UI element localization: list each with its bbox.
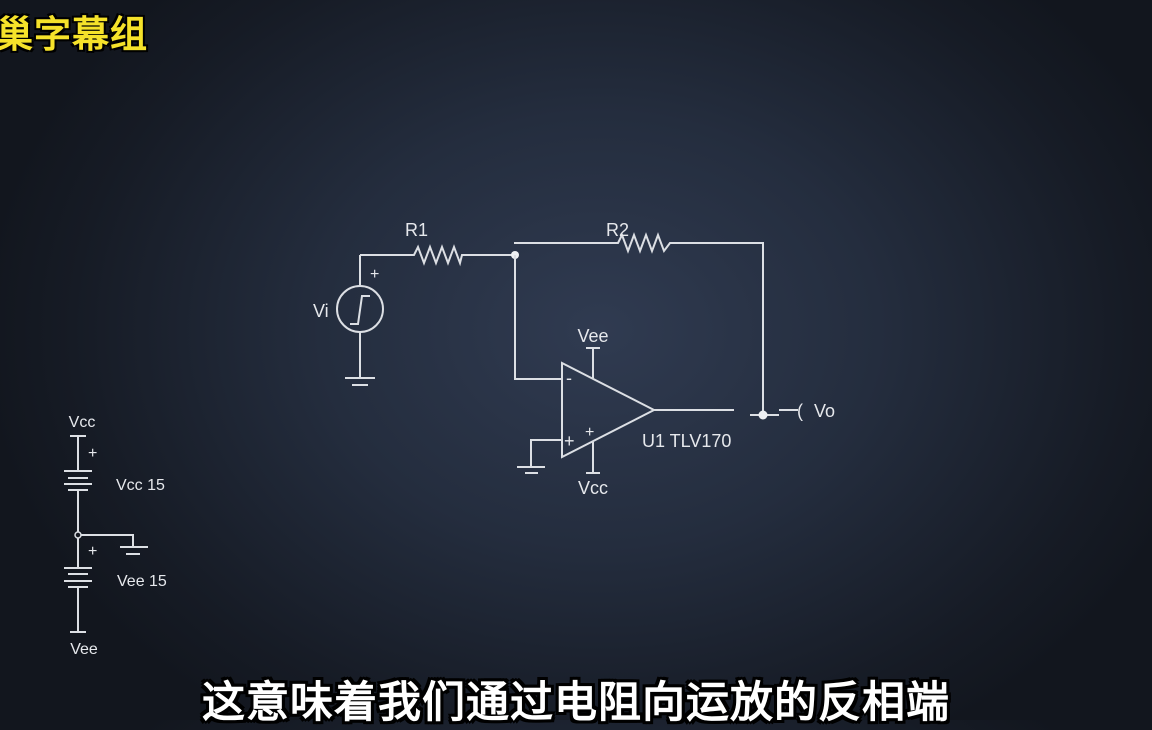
output-connector-icon: ( xyxy=(797,401,803,421)
junction-dot xyxy=(74,531,82,539)
wire xyxy=(514,255,562,380)
vee-label: Vee xyxy=(70,641,98,658)
junction-dot xyxy=(758,410,768,420)
r2-label: R2 xyxy=(606,220,629,240)
vee-battery-label: Vee 15 xyxy=(117,573,167,590)
plus-label: + xyxy=(88,543,97,560)
subtitle-caption: 这意味着我们通过电阻向运放的反相端 xyxy=(202,678,950,728)
supply-plus-label: + xyxy=(585,424,594,441)
resistor-zigzag xyxy=(514,232,764,415)
voltage-source-vi: Vi + xyxy=(313,255,384,386)
inverting-input-label: - xyxy=(566,368,572,388)
source-label: Vi xyxy=(313,301,329,321)
power-supply: Vcc + Vcc 15 + Vee 15 Vee xyxy=(64,414,167,658)
vcc-battery-label: Vcc 15 xyxy=(116,477,165,494)
source-plus: + xyxy=(370,266,379,283)
resistor-r1: R1 xyxy=(360,220,515,267)
opamp-u1: - + + Vee Vcc U1 TLV170 xyxy=(517,326,734,498)
r1-label: R1 xyxy=(405,220,428,240)
vee-pin-label: Vee xyxy=(577,326,608,346)
battery-vee-icon xyxy=(64,567,92,588)
output-label: Vo xyxy=(814,401,835,421)
opamp-triangle xyxy=(561,361,657,459)
wire xyxy=(81,534,134,547)
opamp-label: U1 TLV170 xyxy=(642,431,731,451)
resistor-r2: R2 xyxy=(514,220,764,415)
output-node: ( Vo xyxy=(750,401,835,421)
noninverting-input-label: + xyxy=(564,431,575,451)
wire xyxy=(530,439,562,467)
step-waveform-icon xyxy=(350,295,370,325)
vcc-pin-label: Vcc xyxy=(578,478,608,498)
watermark-logo: 巢字幕组 xyxy=(0,13,148,56)
plus-label: + xyxy=(88,445,97,462)
ground-icon xyxy=(345,377,375,386)
resistor-zigzag xyxy=(360,244,515,267)
vcc-label: Vcc xyxy=(69,414,96,431)
ground-icon xyxy=(120,546,148,555)
ground-icon xyxy=(517,466,545,474)
battery-vcc-icon xyxy=(64,470,92,491)
